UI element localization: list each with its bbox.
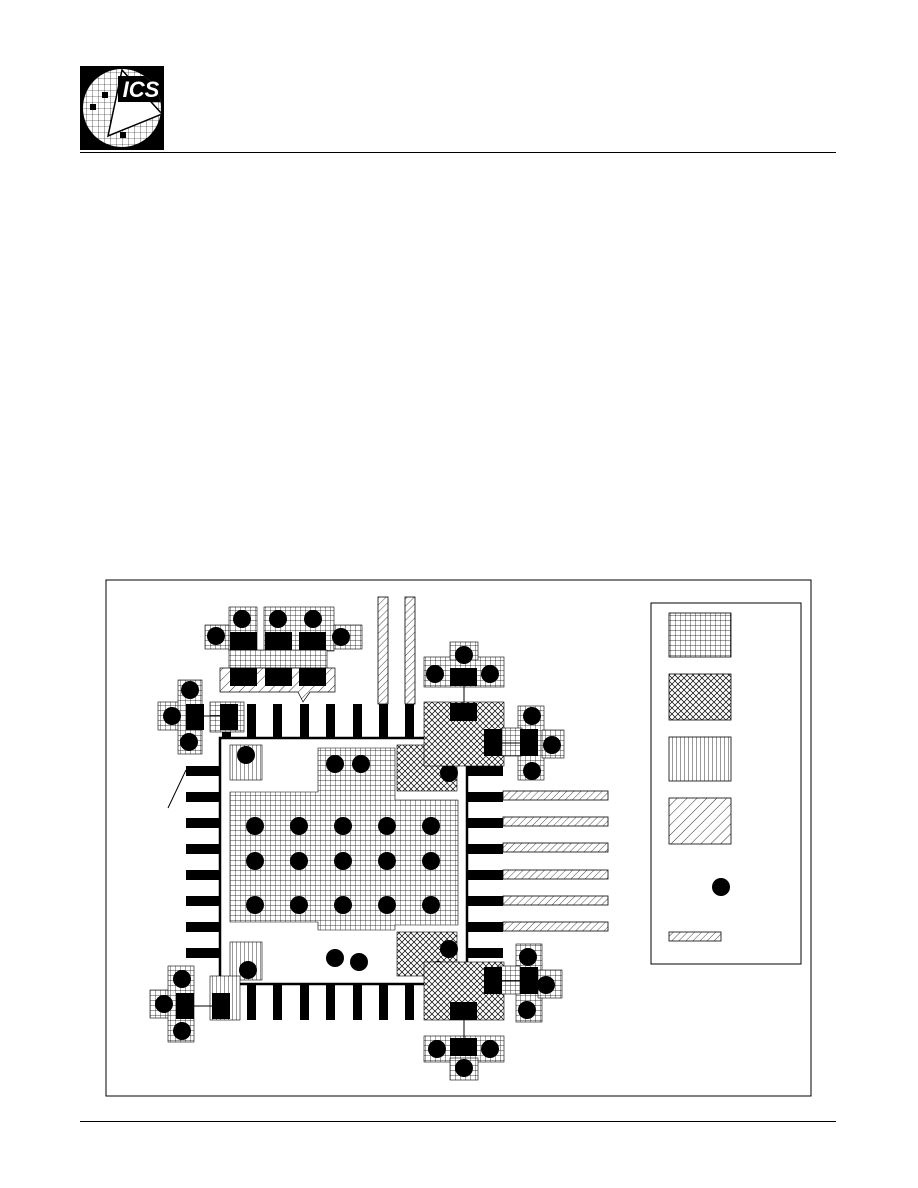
component-cluster-left-lower (149, 965, 241, 1043)
legend (650, 602, 802, 965)
pins-left (186, 766, 220, 958)
component-cluster-left-upper (157, 679, 245, 755)
component-cluster-top-left (204, 606, 363, 703)
legend-swatch-vertical-lines (668, 736, 732, 782)
logo-text: ICS (123, 77, 160, 102)
legend-swatch-cross-hatch (668, 673, 732, 721)
pins-top (222, 704, 441, 738)
legend-swatch-via-dot (712, 878, 730, 896)
legend-swatch-fine-grid (668, 612, 732, 658)
traces (377, 596, 609, 932)
pcb-layout-diagram (105, 579, 812, 1097)
legend-swatch-trace (668, 931, 722, 942)
component-cluster-top-right (423, 641, 565, 781)
footer-rule (80, 1121, 836, 1122)
header-rule (80, 152, 836, 153)
legend-swatch-diagonal-lines (668, 797, 732, 845)
pin1-indicator (167, 769, 187, 809)
chip-package (218, 736, 469, 986)
pins-right (467, 766, 503, 958)
component-cluster-bottom-right (423, 943, 563, 1081)
ics-logo-icon: ICS (80, 66, 164, 150)
pins-bottom (222, 984, 441, 1020)
